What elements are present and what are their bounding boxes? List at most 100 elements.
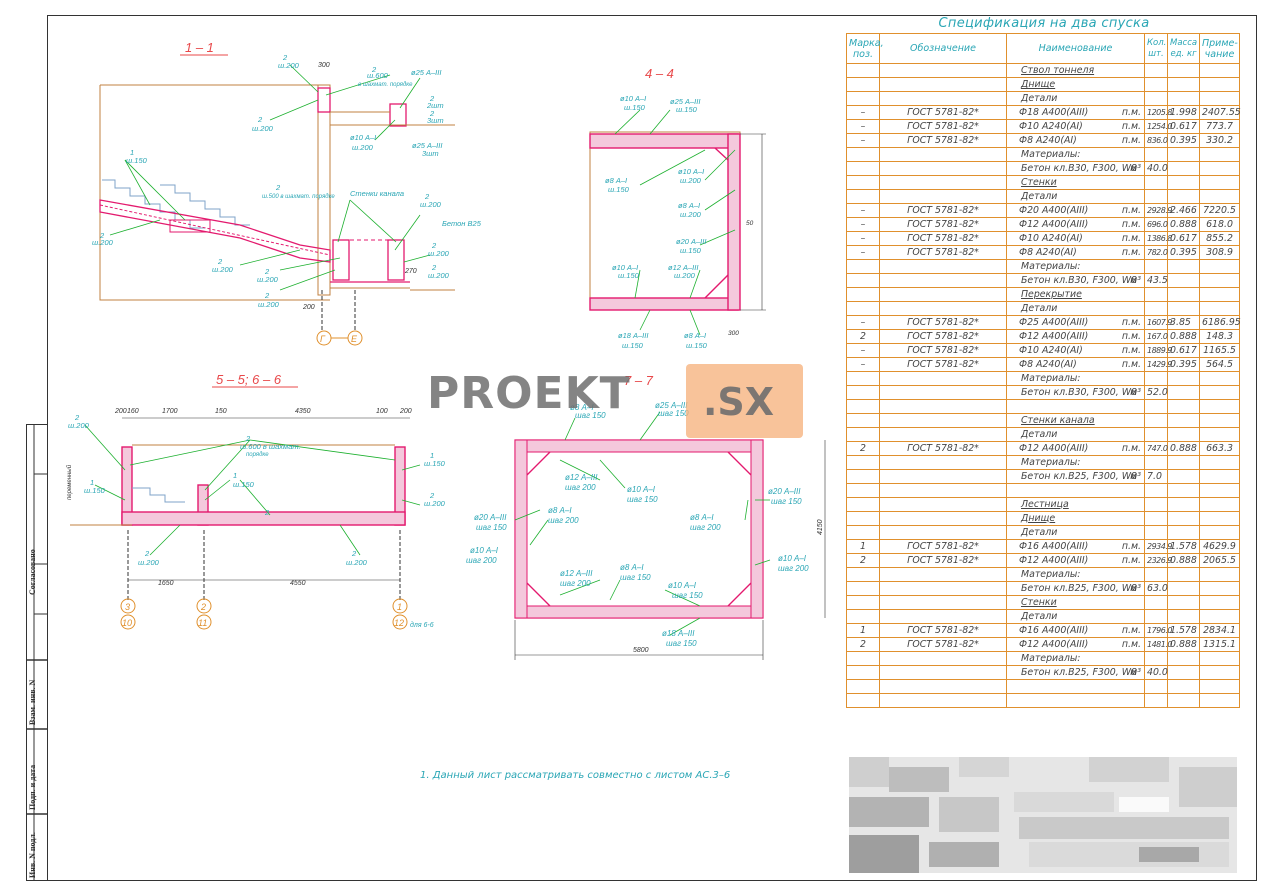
spec-name-text: Ф18 А400(АIII) [1019,107,1089,118]
spec-qty [1144,524,1168,540]
spec-note: 1165.5 [1199,343,1240,358]
drawings-area: 1 – 1 4 – 4 5 – 5; 6 – 6 7 – 7 [66,40,826,660]
spec-qty: 2928.9 [1144,203,1173,218]
spec-mark [846,650,880,666]
spec-unit: п.м. [1121,317,1141,328]
spec-mark [846,385,880,400]
spec-qty [1144,608,1168,624]
spec-mass [1167,161,1200,176]
spec-mass: 0.395 [1167,357,1200,372]
spec-qty: 1429.9 [1144,357,1173,372]
spec-note [1199,566,1240,582]
spec-row: Материалы: [846,371,1240,386]
spec-unit: п.м. [1121,624,1141,636]
svg-text:ш.200: ш.200 [92,238,114,247]
spec-name: Стенки [1006,175,1145,190]
spec-name: Ф8 А240(АI)п.м. [1006,133,1145,148]
spec-name: Ф8 А240(АI)п.м. [1006,245,1145,260]
spec-unit: п.м. [1121,107,1141,118]
spec-designation [879,664,1007,680]
section-title-4-4: 4 – 4 [645,66,674,81]
spec-note [1199,664,1240,680]
spec-designation [879,692,1007,708]
spec-row: Лестница [846,496,1240,512]
spec-qty: 52.0 [1144,385,1168,400]
spec-unit: п.м. [1121,638,1141,650]
svg-text:ш.200: ш.200 [420,200,442,209]
svg-text:шаг 200: шаг 200 [466,556,497,565]
spec-note [1199,91,1240,106]
spec-mass [1167,287,1200,302]
spec-mass: 0.395 [1167,245,1200,260]
svg-text:ш.150: ш.150 [608,185,630,194]
spec-qty [1144,63,1168,78]
spec-note [1199,496,1240,512]
spec-note [1199,650,1240,666]
svg-text:ш.150: ш.150 [424,459,446,468]
spec-designation: ГОСТ 5781-82* [879,217,1007,232]
spec-name: Ф12 А400(АIII)п.м. [1006,636,1145,652]
spec-designation [879,678,1007,694]
spec-mark [846,189,880,204]
svg-text:2: 2 [144,549,150,558]
spec-designation [879,496,1007,512]
spec-name: Детали [1006,426,1145,442]
spec-row: Материалы: [846,147,1240,162]
spec-mark [846,161,880,176]
spec-row: Детали [846,524,1240,540]
svg-text:2: 2 [264,291,270,300]
spec-designation [879,566,1007,582]
header-name: Наименование [1006,33,1145,64]
dim-4150: 4150 [817,519,824,535]
spec-designation: ГОСТ 5781-82* [879,357,1007,372]
spec-qty: 43.5 [1144,273,1168,288]
spec-designation: ГОСТ 5781-82* [879,622,1007,638]
svg-text:1700: 1700 [162,408,178,415]
spec-unit: п.м. [1121,540,1141,552]
spec-designation [879,189,1007,204]
spec-unit: п.м. [1121,554,1141,566]
svg-text:4350: 4350 [295,408,311,415]
spec-mark [846,454,880,470]
spec-mark [846,678,880,694]
spec-mark [846,77,880,92]
spec-name: Стенки [1006,594,1145,610]
spec-note: 663.3 [1199,440,1240,456]
spec-name: Ф8 А240(АI)п.м. [1006,357,1145,372]
spec-mass: 3.85 [1167,315,1200,330]
svg-text:ш.150: ш.150 [680,246,702,255]
spec-mark: – [846,357,880,372]
spec-mark: 2 [846,329,880,344]
spec-designation [879,426,1007,442]
spec-name-text: Бетон кл.В25, F300, W8 [1021,666,1137,678]
spec-note [1199,580,1240,596]
spec-mark: – [846,231,880,246]
spec-name-text: Ф10 А240(АI) [1019,121,1083,132]
svg-text:2: 2 [257,115,263,124]
spec-name-text: Ф25 А400(АIII) [1019,317,1089,328]
spec-mark: – [846,217,880,232]
spec-designation [879,63,1007,78]
spec-qty: 2326.9 [1144,552,1173,568]
spec-name: Ф18 А400(АIII) п.м. [1006,105,1145,120]
spec-designation [879,147,1007,162]
spec-qty [1144,454,1168,470]
spec-row: Материалы: [846,259,1240,274]
spec-designation [879,301,1007,316]
spec-mark [846,580,880,596]
spec-mark [846,482,880,498]
svg-text:переменный: переменный [66,464,73,500]
svg-text:ø18 А–III: ø18 А–III [662,629,695,638]
spec-qty: 1481.0 [1144,636,1173,652]
spec-designation [879,273,1007,288]
spec-designation: ГОСТ 5781-82* [879,119,1007,134]
spec-table: Марка, поз. Обозначение Наименование Кол… [846,33,1241,708]
spec-mark: 2 [846,636,880,652]
